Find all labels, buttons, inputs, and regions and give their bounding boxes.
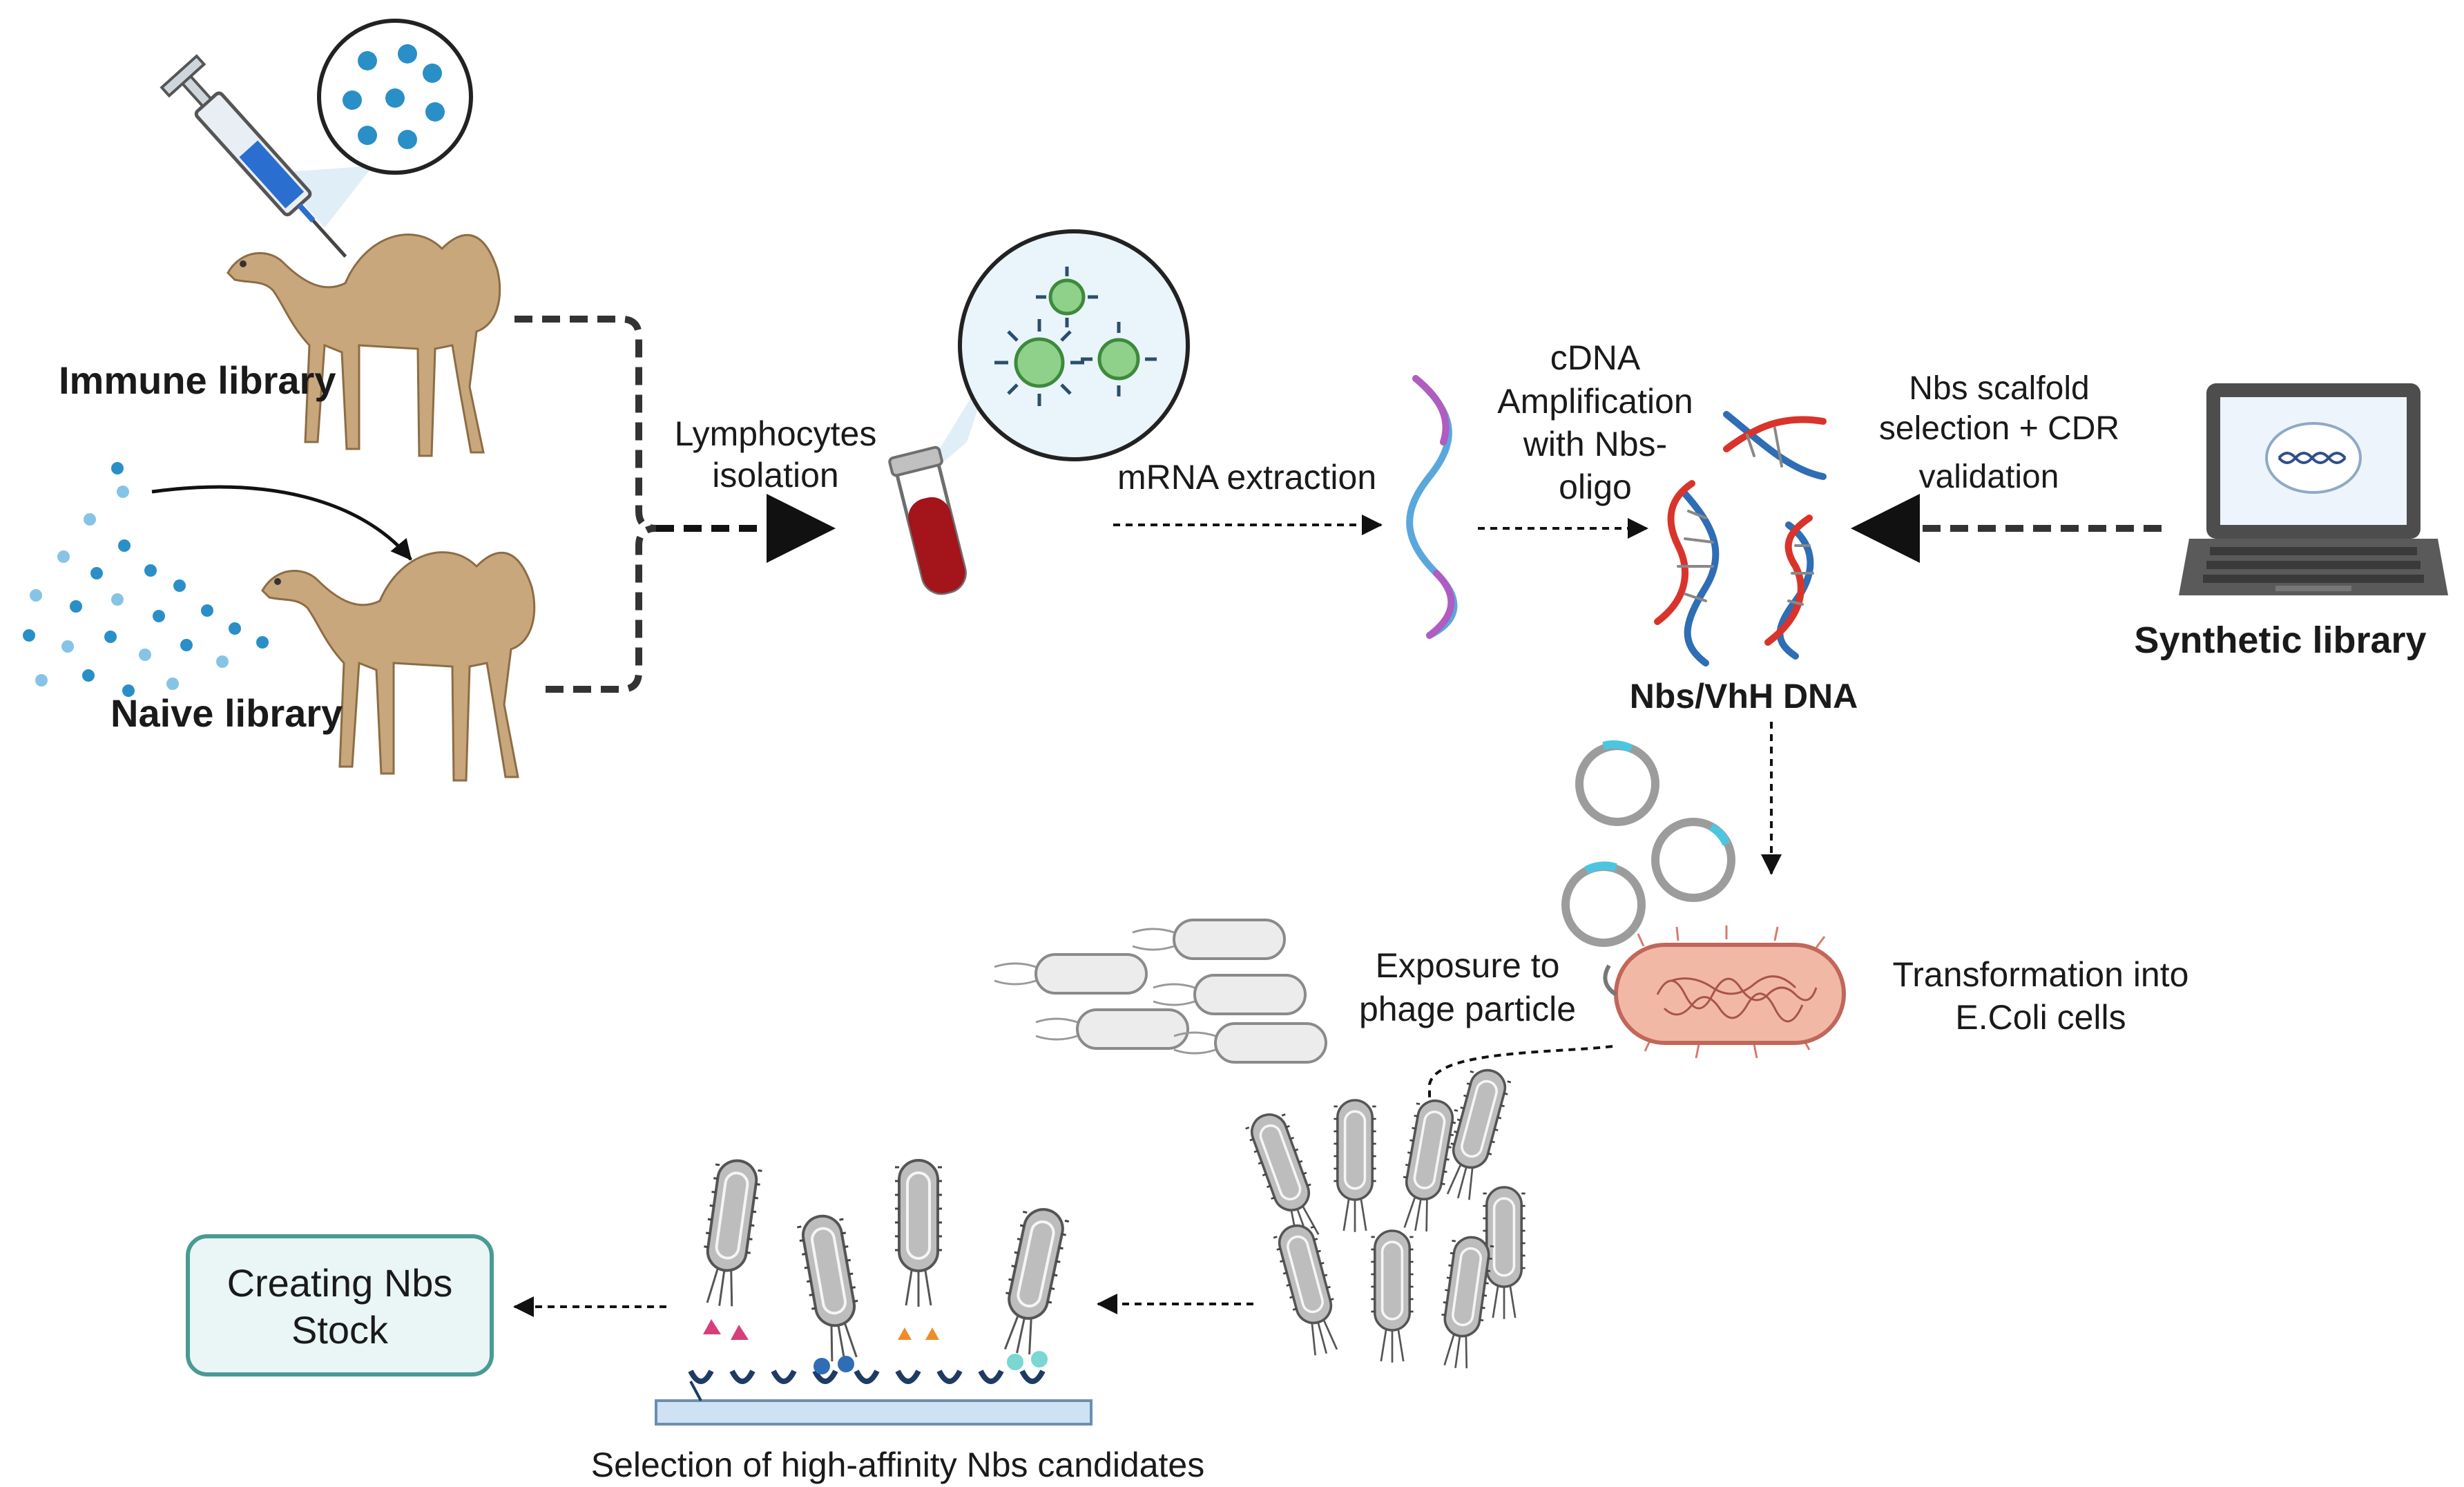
scaffold-selection-label: Nbs scalfold selection + CDR validation <box>1879 370 2119 495</box>
svg-text:Transformation into: Transformation into <box>1893 955 2189 994</box>
immune-library-label: Immune library <box>59 358 336 402</box>
svg-text:Exposure to: Exposure to <box>1376 946 1560 985</box>
svg-text:phage particle: phage particle <box>1359 990 1576 1028</box>
lymphocyte-bubble <box>918 229 1190 483</box>
svg-text:oligo: oligo <box>1559 468 1632 506</box>
selection-plate <box>655 1156 1093 1426</box>
phage-pool <box>1242 1064 1527 1372</box>
syringe-icon <box>160 54 347 258</box>
synthetic-library-label: Synthetic library <box>2134 620 2426 661</box>
svg-text:Stock: Stock <box>291 1308 389 1352</box>
exposure-curve-arrow <box>151 485 412 561</box>
immune-library-group: Immune library <box>59 19 501 457</box>
scattered-dots <box>23 462 269 697</box>
antigen-bubble <box>276 19 473 228</box>
lymphocyte-cell-icon <box>994 267 1157 406</box>
cdna-amplification-label: cDNA Amplification with Nbs- oligo <box>1497 338 1693 506</box>
laptop-icon <box>2179 383 2448 595</box>
plasmid-icon <box>1561 740 1735 947</box>
svg-text:with Nbs-: with Nbs- <box>1523 425 1667 463</box>
camel-icon-naive <box>261 551 536 782</box>
mrna-extraction-label: mRNA extraction <box>1117 458 1376 497</box>
nbs-stock-box: Creating Nbs Stock <box>186 1234 494 1376</box>
svg-text:Lymphocytes: Lymphocytes <box>675 414 877 453</box>
ecoli-cell-icon <box>1614 925 1846 1059</box>
lymphocytes-isolation-label: Lymphocytes isolation <box>675 414 877 495</box>
svg-text:isolation: isolation <box>712 456 838 495</box>
mrna-strand-icon <box>1406 375 1458 639</box>
transformation-label: Transformation into E.Coli cells <box>1893 955 2189 1037</box>
exposure-label: Exposure to phage particle <box>1359 946 1576 1028</box>
ecoli-to-phage-arrow <box>1419 1045 1613 1151</box>
svg-text:validation: validation <box>1919 459 2059 495</box>
svg-text:Amplification: Amplification <box>1497 382 1693 421</box>
camel-icon-immune <box>227 233 501 457</box>
svg-text:E.Coli cells: E.Coli cells <box>1955 998 2126 1037</box>
dna-helix-icon <box>1654 411 1827 666</box>
selection-label: Selection of high-affinity Nbs candidate… <box>591 1446 1205 1484</box>
plasmid-entry-arrow <box>1603 964 1617 997</box>
svg-text:cDNA: cDNA <box>1550 338 1641 377</box>
naive-library-label: Naive library <box>110 691 343 735</box>
blood-tube-icon <box>888 445 967 595</box>
naive-library-group: Naive library <box>23 462 536 782</box>
nbs-vhh-dna-label: Nbs/VhH DNA <box>1630 677 1858 716</box>
merge-connectors <box>514 316 836 693</box>
svg-text:Nbs scalfold: Nbs scalfold <box>1909 370 2089 407</box>
phage-particle-cluster <box>993 919 1327 1064</box>
svg-text:selection + CDR: selection + CDR <box>1879 410 2119 447</box>
svg-text:Creating Nbs: Creating Nbs <box>227 1261 453 1305</box>
